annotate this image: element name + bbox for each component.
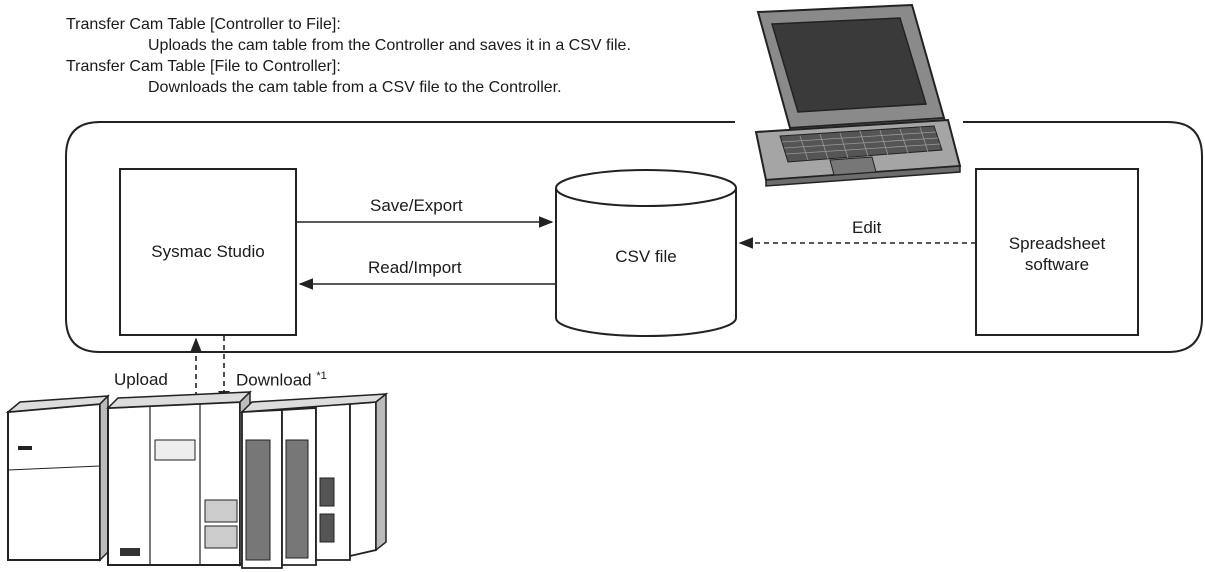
save-export-label: Save/Export <box>370 196 463 215</box>
desc-line-2: Uploads the cam table from the Controlle… <box>148 37 631 54</box>
read-import-label: Read/Import <box>368 258 462 277</box>
spreadsheet-box <box>975 168 1139 336</box>
upload-label: Upload <box>114 370 168 389</box>
sysmac-studio-box <box>119 168 297 336</box>
csv-file-label: CSV file <box>615 247 677 266</box>
desc-line-3: Transfer Cam Table [File to Controller]: <box>66 58 341 75</box>
sysmac-studio-label: Sysmac Studio <box>151 242 265 261</box>
desc-line-1: Transfer Cam Table [Controller to File]: <box>66 16 341 33</box>
pc-frame <box>65 121 1203 353</box>
spreadsheet-label-line-1: Spreadsheet <box>1008 234 1106 253</box>
desc-line-4: Downloads the cam table from a CSV file … <box>148 79 562 96</box>
download-text: Download <box>236 370 312 390</box>
download-footnote: *1 <box>316 370 327 382</box>
csv-file-cylinder <box>555 169 737 337</box>
controller-icon <box>5 390 389 569</box>
download-label: Download *1 <box>236 370 327 391</box>
laptop-icon <box>754 3 962 187</box>
spreadsheet-label-line-2: software <box>1024 255 1090 274</box>
edit-label: Edit <box>852 218 882 237</box>
